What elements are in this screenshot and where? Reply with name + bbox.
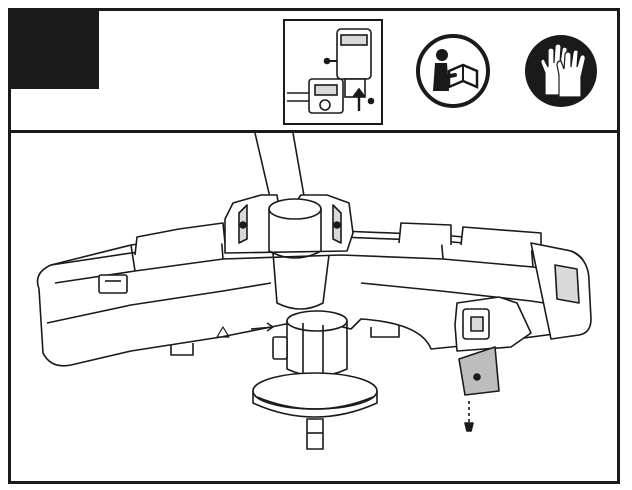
assembly-detail-icon [283,19,383,125]
read-manual-icon [415,33,491,109]
panel-header [11,11,617,133]
step-badge [11,11,99,89]
instruction-panel [8,8,620,484]
wear-gloves-icon [523,33,599,109]
trimmer-guard-illustration [11,133,617,481]
